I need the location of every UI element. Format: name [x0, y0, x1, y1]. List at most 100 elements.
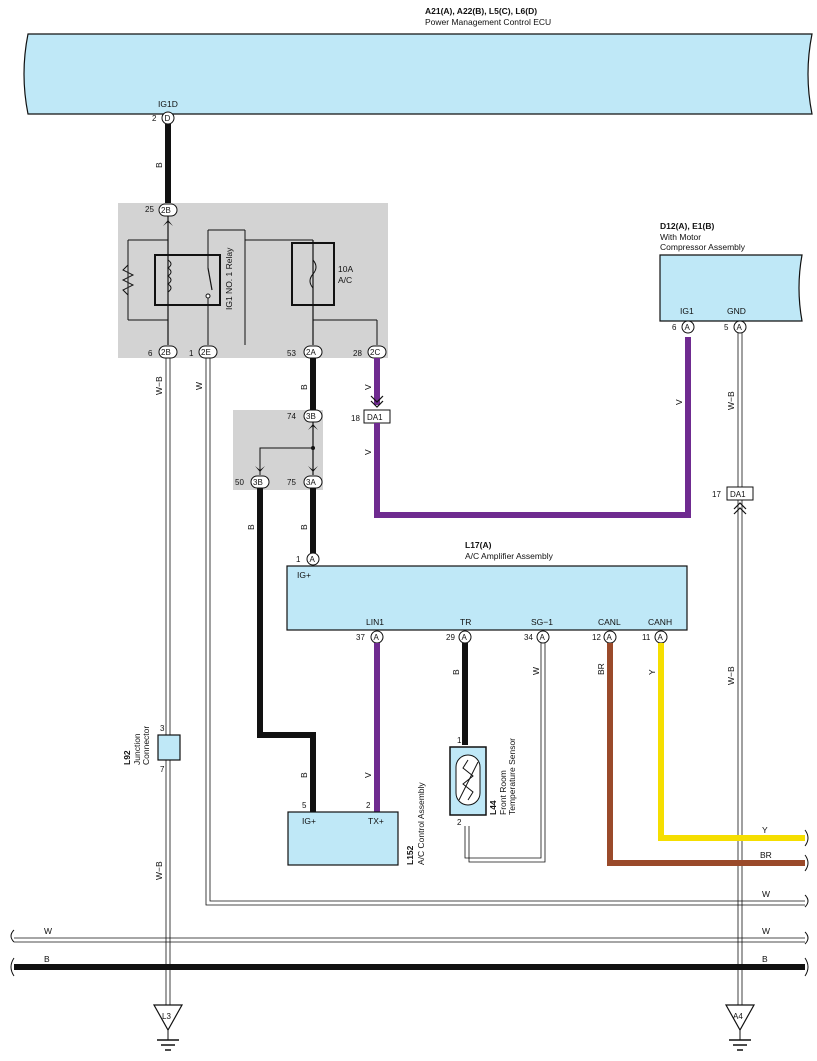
jb2-pin-75-num: 75 [287, 478, 296, 487]
amp-conn-sg1: A [540, 633, 546, 642]
compressor-gnd-connector [733, 320, 747, 334]
connector-arrow [308, 466, 318, 472]
switch-icon [207, 267, 213, 291]
wire-break [804, 854, 809, 872]
wire-label-wb2: W−B [154, 861, 164, 880]
amp-title: L17(A) [465, 540, 492, 550]
relay-pin-28-conn: 2C [370, 348, 380, 357]
wire-label-br1: BR [596, 663, 606, 675]
amp-name: A/C Amplifier Assembly [465, 551, 554, 561]
amp-ig-conn: A [310, 555, 316, 564]
bus-label-b-left: B [44, 954, 50, 964]
wire-label-y1: Y [647, 669, 657, 675]
amp-sg1-connector [536, 630, 550, 644]
compressor-p2: 5 [724, 323, 729, 332]
amp-term-tr: TR [460, 617, 471, 627]
amp-term-lin1: LIN1 [366, 617, 384, 627]
compressor-line1: With Motor [660, 232, 701, 242]
ecu-box [23, 33, 813, 115]
sensor-line2: Temperature Sensor [507, 738, 517, 815]
connector-chevron [370, 395, 384, 403]
junction-line2: Connector [141, 726, 151, 765]
relay-pin-25-conn: 2B [161, 206, 171, 215]
ground-left-icon [152, 1004, 184, 1032]
amp-pin-11: 11 [642, 633, 651, 642]
wire-label-b3: B [299, 524, 309, 530]
relay-pin-53-conn: 2A [306, 348, 316, 357]
wire-label-v4: V [363, 772, 373, 778]
wire-label-w2: W [762, 889, 770, 899]
wire-w-sg1 [468, 643, 546, 863]
fuse-name: A/C [338, 275, 352, 285]
amp-term-sg1: SG−1 [531, 617, 553, 627]
connector-chevron [370, 400, 384, 408]
compressor-conn1: A [685, 323, 691, 332]
junction-pin-top: 3 [160, 724, 165, 733]
jb2-pin-75-conn: 3A [306, 478, 316, 487]
amp-conn-canh: A [658, 633, 664, 642]
wire-y-canh [658, 643, 805, 841]
compressor-t2: GND [727, 306, 746, 316]
wire-label-v3: V [674, 399, 684, 405]
connector-chevron [733, 502, 747, 510]
wire-break [804, 894, 809, 908]
wire-b-50 [257, 488, 316, 812]
compressor-t1: IG1 [680, 306, 694, 316]
control-code: L152 [405, 845, 415, 865]
jb2-pin-50-conn: 3B [253, 478, 263, 487]
wire-label-w3: W [531, 667, 541, 675]
ground-right-label: A4 [733, 1012, 743, 1021]
wire-label-y2: Y [762, 825, 768, 835]
amp-conn-tr: A [462, 633, 468, 642]
relay-pin-28-num: 28 [353, 349, 362, 358]
coil-icon [167, 259, 172, 293]
relay-pin-6-conn: 2B [161, 348, 171, 357]
control-name: A/C Control Assembly [416, 782, 426, 865]
sensor-code: L44 [488, 800, 498, 815]
compressor-conn2: A [737, 323, 743, 332]
resistor-icon [121, 264, 135, 296]
bus-label-b-right: B [762, 954, 768, 964]
bus-label-w-left: W [44, 926, 52, 936]
wire-w-pin1 [205, 358, 805, 906]
ground-right-icon [724, 1004, 756, 1032]
amp-term-canh: CANH [648, 617, 672, 627]
ecu-conn-letter: D [165, 114, 171, 123]
switch-contact [205, 293, 211, 299]
amp-conn-canl: A [607, 633, 613, 642]
bus-break-right [804, 931, 809, 977]
da1-top-num: 18 [351, 414, 360, 423]
fuse-box [291, 242, 335, 306]
relay-pin-25-num: 25 [145, 205, 154, 214]
wire-label-br2: BR [760, 850, 772, 860]
amp-conn-lin1: A [374, 633, 380, 642]
relay-pin-6 [158, 345, 178, 359]
relay-pin-1 [198, 345, 218, 359]
da1-right-label: DA1 [730, 490, 746, 499]
jb2-pin-74-conn: 3B [306, 412, 316, 421]
compressor-title: D12(A), E1(B) [660, 221, 714, 231]
wire-label-wb1: W−B [154, 376, 164, 395]
da1-right-num: 17 [712, 490, 721, 499]
connector-arrow [163, 220, 173, 226]
fuse-amp: 10A [338, 264, 353, 274]
relay-junction-block [118, 203, 388, 358]
amp-term-canl: CANL [598, 617, 621, 627]
thermistor-arrow [458, 761, 479, 801]
compressor-ig1-connector [681, 320, 695, 334]
relay-pin-53-num: 53 [287, 349, 296, 358]
amp-pin-29: 29 [446, 633, 455, 642]
control-t1: IG+ [302, 816, 316, 826]
bus-label-w-right: W [762, 926, 770, 936]
wire-w-pin1 [209, 358, 805, 902]
bus-break-left [10, 929, 15, 977]
wire-v-compressor [374, 337, 691, 518]
sensor-p2: 2 [457, 818, 462, 827]
junction-code: L92 [122, 750, 132, 765]
sensor-line1: Front Room [498, 770, 508, 815]
relay-box [154, 254, 221, 306]
control-t2: TX+ [368, 816, 384, 826]
wire-label-b6: B [451, 669, 461, 675]
ecu-pin: 2 [152, 114, 157, 123]
amp-pin-12: 12 [592, 633, 601, 642]
